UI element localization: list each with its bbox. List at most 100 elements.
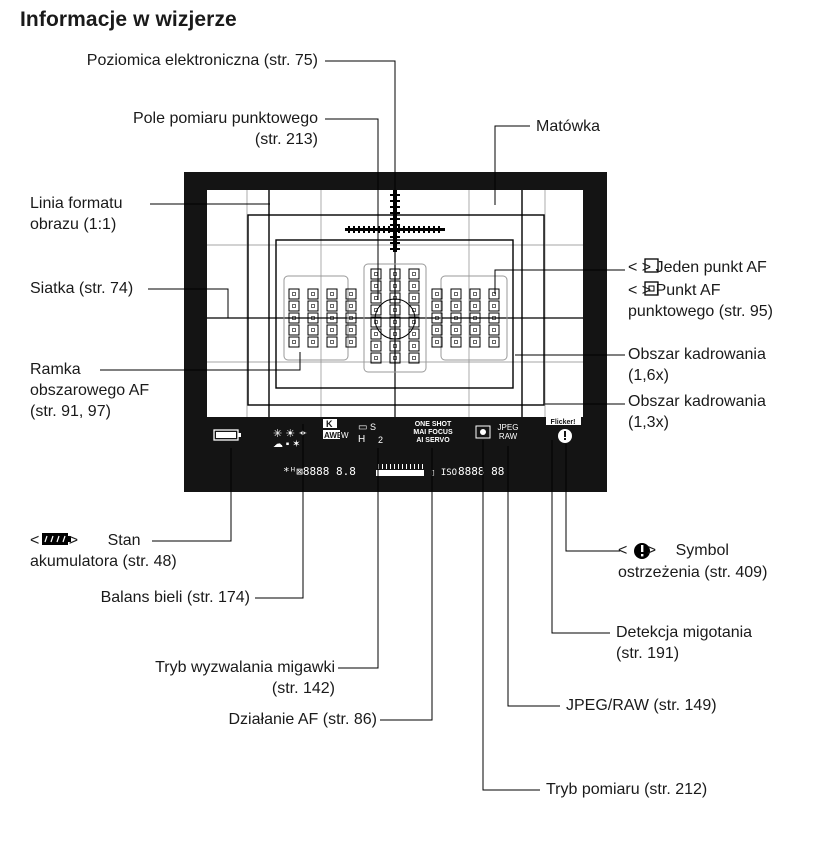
af-point-center	[349, 316, 353, 320]
af-point	[326, 336, 338, 348]
af-point-center	[330, 292, 334, 296]
label-aspect-ratio-2: obrazu (1:1)	[30, 216, 117, 233]
af-point-center	[292, 292, 296, 296]
exposure-tick	[402, 464, 403, 469]
svg-text:✳ ☀ ✦: ✳ ☀ ✦	[273, 428, 307, 440]
af-point	[431, 336, 443, 348]
af-point-center	[374, 356, 378, 360]
af-point	[469, 312, 481, 324]
level-tick	[423, 226, 425, 233]
exposure-tick	[390, 464, 391, 469]
label-crop-1-6-2: (1,6x)	[628, 367, 669, 384]
af-point	[431, 300, 443, 312]
af-point-center	[412, 332, 416, 336]
af-point	[307, 300, 319, 312]
svg-text:ONE SHOT: ONE SHOT	[415, 421, 452, 428]
level-tick	[353, 226, 355, 233]
af-point-center	[311, 340, 315, 344]
af-point	[389, 268, 401, 280]
af-point	[307, 336, 319, 348]
af-point	[345, 336, 357, 348]
label-focusing-screen: Matówka	[536, 118, 601, 135]
label-flicker-2: (str. 191)	[616, 645, 680, 662]
svg-text:H: H	[358, 434, 365, 445]
af-point	[488, 312, 500, 324]
af-point	[389, 280, 401, 292]
af-point-center	[311, 304, 315, 308]
af-point	[408, 340, 420, 352]
svg-text:JPEG: JPEG	[498, 423, 519, 432]
level-tick	[373, 226, 375, 233]
af-point	[288, 288, 300, 300]
af-point	[370, 280, 382, 292]
af-point-center	[292, 340, 296, 344]
af-point-center	[393, 332, 397, 336]
square-af-point-icon	[644, 258, 659, 273]
af-point-center	[311, 328, 315, 332]
level-tick	[378, 226, 380, 233]
af-point	[389, 352, 401, 364]
exposure-tick	[418, 464, 419, 469]
af-point	[288, 300, 300, 312]
af-point-center	[435, 340, 439, 344]
af-point-center	[473, 328, 477, 332]
af-point	[450, 288, 462, 300]
level-tick	[408, 226, 410, 233]
label-grid: Siatka (str. 74)	[30, 280, 134, 297]
af-point-center	[374, 344, 378, 348]
label-aspect-ratio-1: Linia formatu	[30, 195, 123, 212]
level-tick	[398, 226, 400, 233]
af-point	[450, 312, 462, 324]
af-point	[345, 288, 357, 300]
af-point	[431, 324, 443, 336]
svg-text:▯ ISO: ▯ ISO	[430, 468, 457, 478]
label-white-balance: Balans bieli (str. 174)	[100, 589, 250, 606]
label-drive-mode-1: Tryb wyzwalania migawki	[155, 659, 335, 676]
label-drive-mode-2: (str. 142)	[271, 680, 335, 697]
level-tick	[368, 226, 370, 233]
af-point	[488, 336, 500, 348]
label-battery-2: akumulatora (str. 48)	[30, 553, 177, 570]
af-point-center	[492, 316, 496, 320]
dotted-square-af-point-icon	[644, 281, 659, 296]
level-tick	[418, 226, 420, 233]
af-point-center	[393, 344, 397, 348]
battery-icon	[213, 429, 241, 441]
exposure-tick	[382, 464, 383, 469]
af-point-center	[412, 284, 416, 288]
af-point-center	[454, 292, 458, 296]
evaluative-metering-icon	[475, 425, 491, 439]
af-point-center	[454, 340, 458, 344]
svg-text:AWB: AWB	[324, 431, 343, 440]
af-point-center	[492, 328, 496, 332]
level-tick	[383, 226, 385, 233]
af-point	[488, 324, 500, 336]
af-point-center	[492, 304, 496, 308]
af-point-center	[454, 304, 458, 308]
af-point	[431, 288, 443, 300]
level-tick	[363, 226, 365, 233]
af-point	[408, 328, 420, 340]
af-point-center	[393, 308, 397, 312]
page-title: Informacje w wizjerze	[20, 8, 237, 31]
label-warning-1: < > Symbol	[618, 542, 729, 559]
af-point	[450, 336, 462, 348]
af-point-center	[349, 340, 353, 344]
label-electronic-level: Poziomica elektroniczna (str. 75)	[86, 52, 318, 69]
svg-text:S: S	[370, 422, 376, 432]
level-tick	[358, 226, 360, 233]
af-point-center	[473, 316, 477, 320]
svg-text:W: W	[341, 431, 349, 440]
label-crop-1-3-2: (1,3x)	[628, 414, 669, 431]
af-point-center	[330, 340, 334, 344]
label-af-point-2: < > Punkt AF	[628, 282, 721, 299]
af-point	[288, 336, 300, 348]
af-point-center	[412, 272, 416, 276]
exposure-tick	[410, 464, 411, 469]
af-point	[389, 316, 401, 328]
svg-text:2: 2	[378, 435, 383, 445]
af-point	[307, 324, 319, 336]
af-point-center	[435, 316, 439, 320]
af-point-center	[311, 292, 315, 296]
af-point	[307, 288, 319, 300]
